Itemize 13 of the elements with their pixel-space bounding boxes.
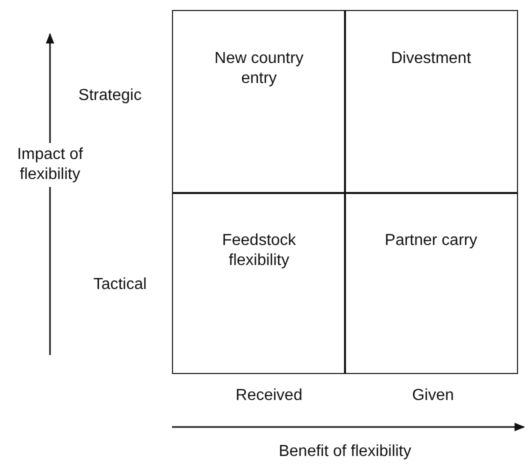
cell-text: Partner carry bbox=[384, 231, 478, 251]
cell-text: Divestment bbox=[390, 49, 472, 69]
axis-level-label: Strategic bbox=[77, 86, 143, 106]
matrix-cell bbox=[344, 192, 518, 374]
axis-level-label: Tactical bbox=[92, 275, 148, 295]
cell-text: Feedstock flexibility bbox=[221, 231, 297, 271]
cell-text: New country entry bbox=[214, 49, 304, 89]
axis-level-label: Given bbox=[411, 386, 455, 406]
matrix-cell bbox=[172, 192, 346, 374]
matrix-cell bbox=[344, 10, 518, 194]
axis-title: Benefit of flexibility bbox=[278, 442, 412, 462]
matrix-cell bbox=[172, 10, 346, 194]
axis-level-label: Received bbox=[234, 386, 304, 406]
